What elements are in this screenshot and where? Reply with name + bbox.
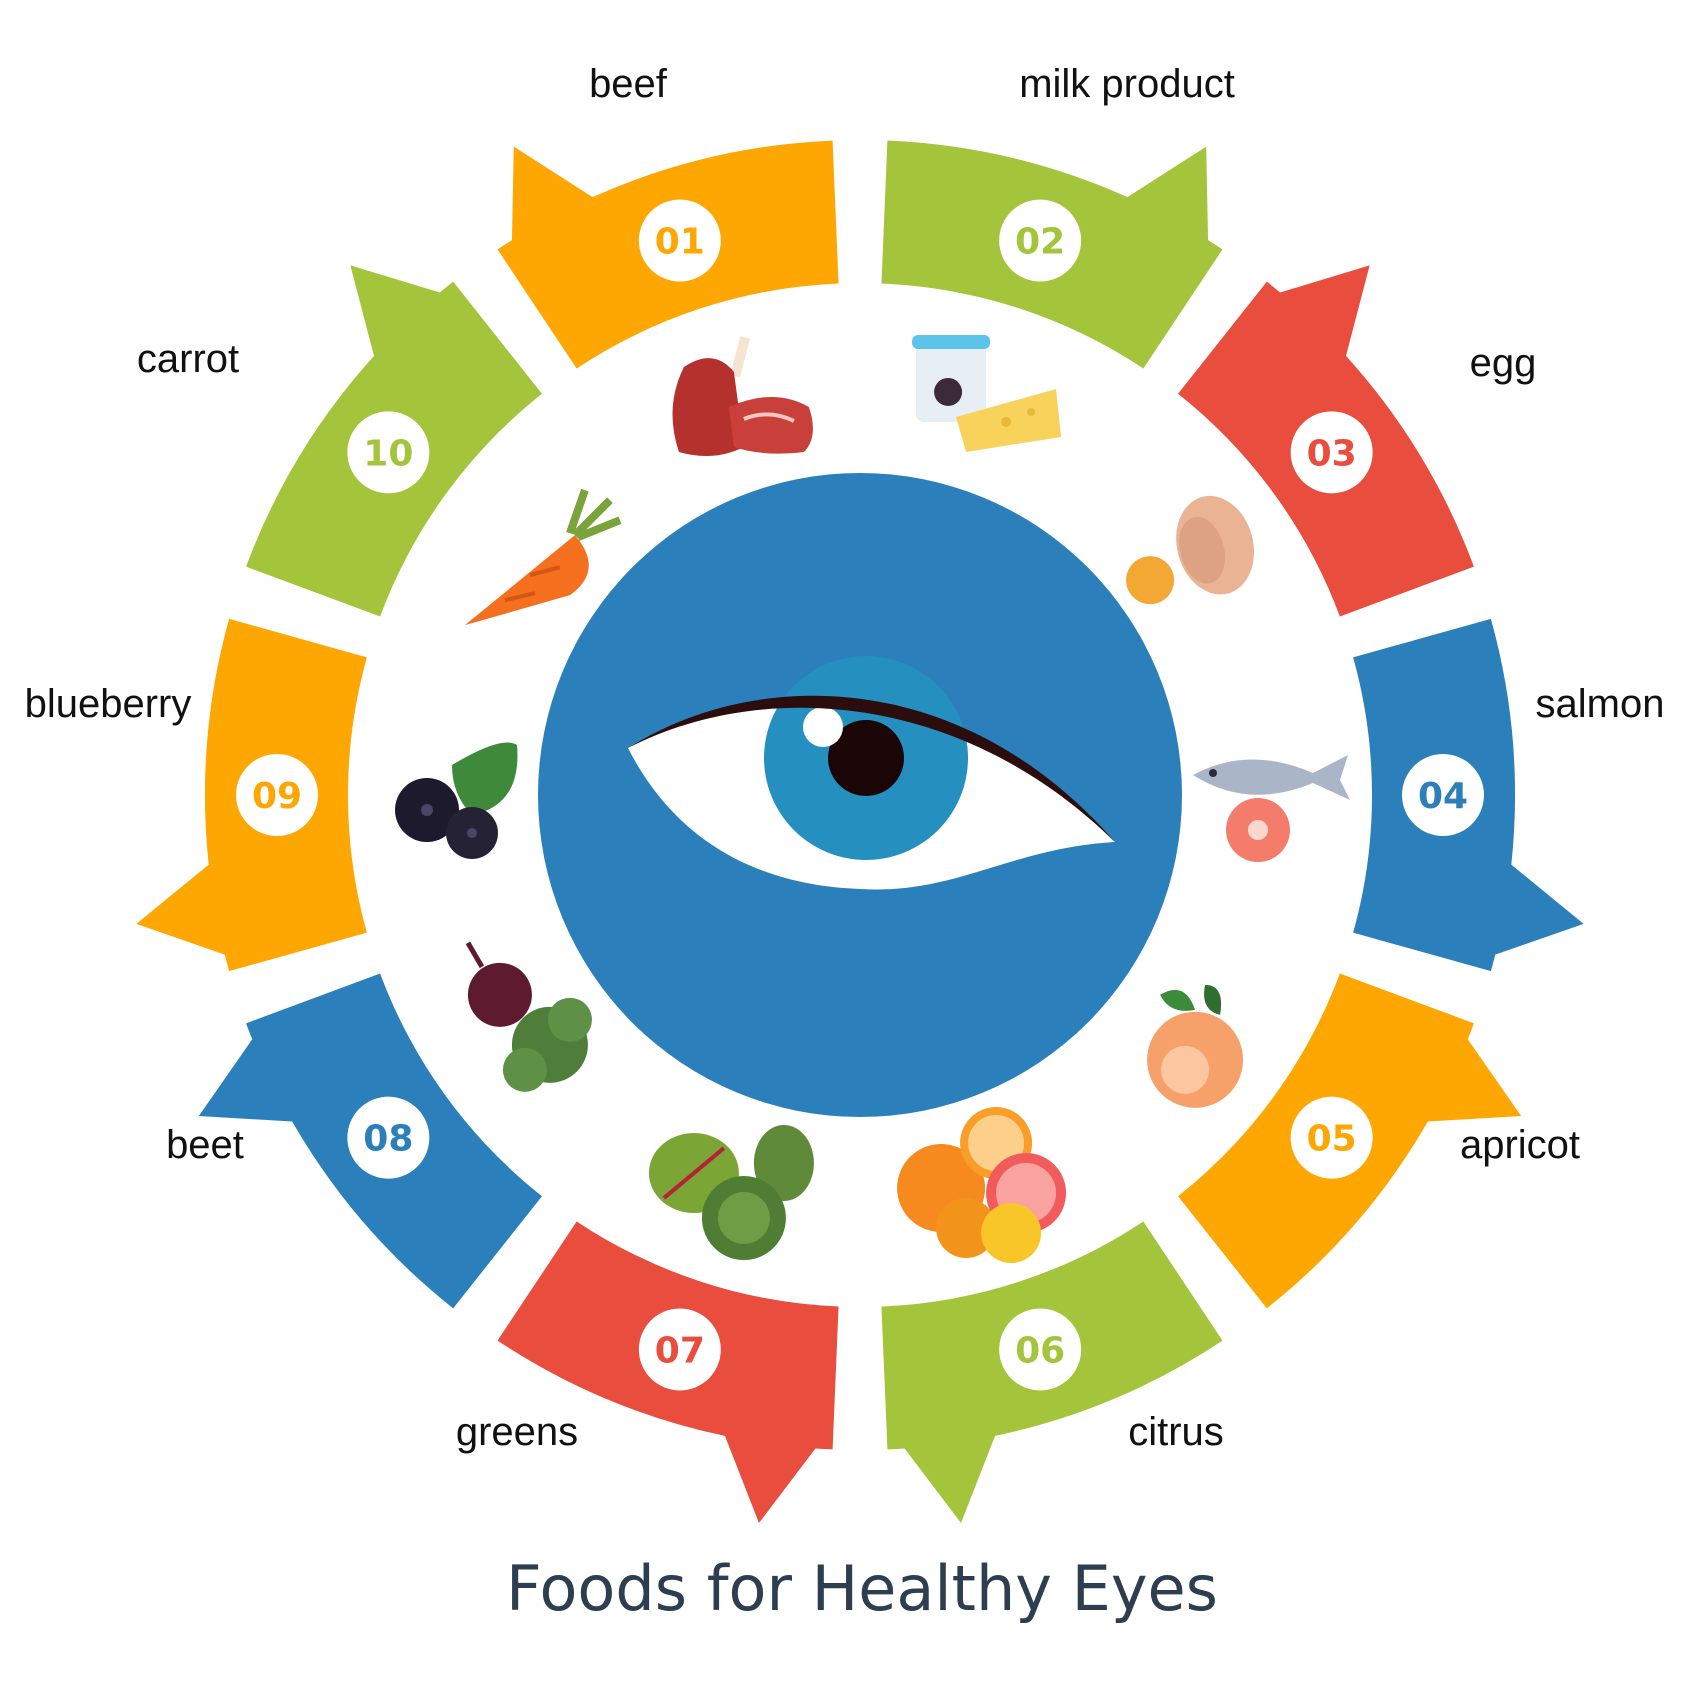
food-label-greens: greens: [456, 1410, 578, 1454]
yolk: [1126, 556, 1175, 605]
blueberry-crown: [467, 828, 477, 838]
tangerine: [936, 1198, 997, 1259]
number-label: 10: [363, 433, 413, 474]
blueberry-crown: [421, 804, 433, 816]
number-label: 02: [1015, 222, 1065, 263]
segment-07: 07: [497, 1221, 839, 1524]
cabbage-layer: [717, 1192, 770, 1245]
segment-05: 05: [1178, 973, 1522, 1309]
food-label-carrot: carrot: [137, 337, 239, 381]
egg-icon: [1126, 495, 1254, 605]
leaf: [1204, 984, 1222, 1015]
segment-10: 10: [246, 265, 542, 617]
lemon: [981, 1203, 1042, 1264]
salmon-icon: [1193, 755, 1350, 862]
salmon-center: [1248, 820, 1268, 840]
segment-04: 04: [1353, 618, 1584, 972]
milk-product-icon: [912, 334, 1062, 452]
cheese-hole: [1001, 416, 1012, 427]
segments-ring: 01 02 03 04 05 06 07 08 09 10: [136, 140, 1584, 1524]
number-label: 07: [655, 1330, 705, 1371]
food-label-milk-product: milk product: [1019, 62, 1235, 106]
segment-09: 09: [136, 618, 367, 972]
number-label: 01: [655, 222, 705, 263]
food-icons: [395, 334, 1350, 1264]
yogurt-lid: [912, 334, 991, 349]
marbling: [743, 412, 795, 423]
carrot-body: [464, 535, 589, 626]
number-badge: [638, 1308, 721, 1391]
broccoli-floret: [547, 997, 592, 1042]
labels-layer: beef milk product egg salmon apricot citrus gr…: [25, 62, 1665, 1454]
citrus-icon: [897, 1107, 1067, 1264]
egg-shell-shade: [1179, 516, 1226, 584]
number-label: 06: [1015, 1330, 1065, 1371]
number-badge: [347, 1096, 430, 1179]
meat-chop: [672, 358, 744, 456]
segment-08: 08: [198, 973, 542, 1309]
number-badge: [1290, 1096, 1373, 1179]
carrot-line: [504, 565, 561, 603]
food-label-apricot: apricot: [1460, 1123, 1580, 1167]
number-label: 09: [252, 776, 302, 817]
number-badge: [999, 199, 1082, 282]
number-badge: [1290, 411, 1373, 494]
fish-body: [1193, 755, 1350, 800]
segment-06: 06: [881, 1221, 1223, 1524]
fish-eye: [1209, 769, 1217, 777]
center-eye-badge: [538, 473, 1182, 1117]
number-label: 03: [1307, 433, 1357, 474]
food-label-citrus: citrus: [1128, 1410, 1224, 1454]
cheese-hole: [1027, 407, 1036, 416]
number-label: 05: [1307, 1119, 1357, 1160]
greens-icon: [648, 1125, 814, 1261]
eye-icon: [628, 656, 1115, 890]
food-label-salmon: salmon: [1536, 682, 1665, 726]
eye-highlight: [803, 707, 843, 747]
page-title: Foods for Healthy Eyes: [506, 1552, 1218, 1625]
food-label-blueberry: blueberry: [25, 682, 192, 726]
apricot-highlight: [1161, 1045, 1210, 1094]
apricot-icon: [1147, 984, 1244, 1108]
carrot-icon: [464, 488, 622, 626]
kale-leaf: [753, 1125, 814, 1202]
leaf: [1160, 989, 1196, 1011]
segment-02: 02: [881, 140, 1223, 369]
broccoli-floret: [502, 1047, 547, 1092]
number-label: 04: [1418, 776, 1468, 817]
number-label: 08: [363, 1119, 413, 1160]
food-label-beet: beet: [166, 1123, 244, 1167]
beef-icon: [672, 336, 813, 456]
food-label-egg: egg: [1470, 341, 1537, 385]
number-badge: [347, 411, 430, 494]
number-badge: [1402, 754, 1484, 836]
blueberry-icon: [395, 742, 518, 859]
chard-vein: [662, 1146, 726, 1200]
beet-stem: [465, 941, 485, 969]
blueberry-leaf: [452, 742, 518, 815]
food-label-beef: beef: [589, 62, 668, 106]
carrot-top: [566, 488, 622, 541]
number-badge: [999, 1308, 1082, 1391]
number-badge: [236, 754, 318, 836]
berries: [934, 377, 963, 406]
beet-icon: [465, 941, 592, 1092]
segment-01: 01: [497, 140, 839, 369]
beet-root: [467, 962, 532, 1027]
segment-03: 03: [1178, 265, 1474, 617]
pupil: [828, 720, 904, 796]
meat-steak: [728, 396, 813, 454]
number-badge: [638, 199, 721, 282]
bone: [730, 336, 751, 378]
